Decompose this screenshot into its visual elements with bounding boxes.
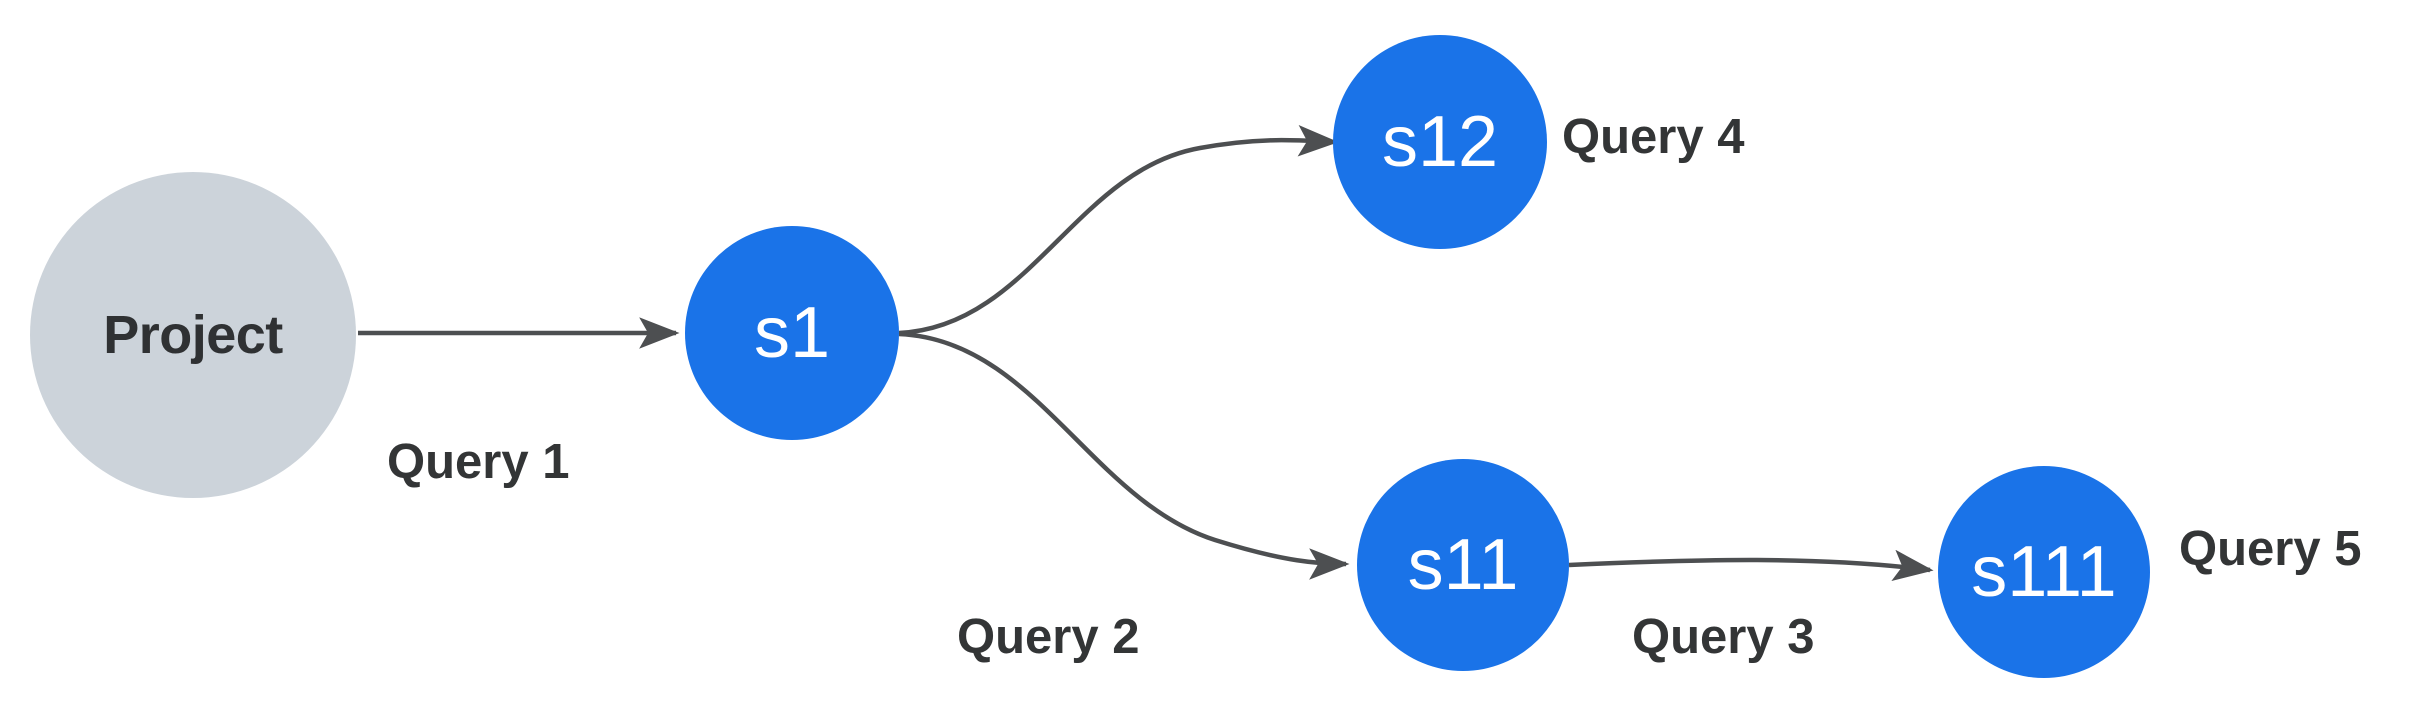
node-s12[interactable]: s12 [1333, 35, 1547, 249]
node-s11[interactable]: s11 [1357, 459, 1569, 671]
edge-s1-to-s12[interactable] [898, 125, 1339, 336]
edge-s1-to-s11[interactable] [898, 331, 1350, 580]
edge-label-query-2: Query 2 [957, 610, 1140, 664]
edge-s11-to-s111[interactable] [1568, 549, 1934, 581]
edge-label-query-3: Query 3 [1632, 610, 1815, 664]
node-s1[interactable]: s1 [685, 226, 899, 440]
edge-label-query-1: Query 1 [387, 435, 570, 489]
node-project-label: Project [103, 305, 283, 365]
node-s1-label: s1 [753, 293, 831, 373]
edge-label-query-4: Query 4 [1562, 110, 1745, 164]
node-s11-label: s11 [1407, 525, 1519, 605]
node-s111-label: s111 [1971, 532, 2117, 612]
node-s111[interactable]: s111 [1938, 466, 2150, 678]
node-s12-label: s12 [1381, 102, 1499, 182]
node-project[interactable]: Project [30, 172, 356, 498]
edge-label-query-5: Query 5 [2179, 522, 2362, 576]
